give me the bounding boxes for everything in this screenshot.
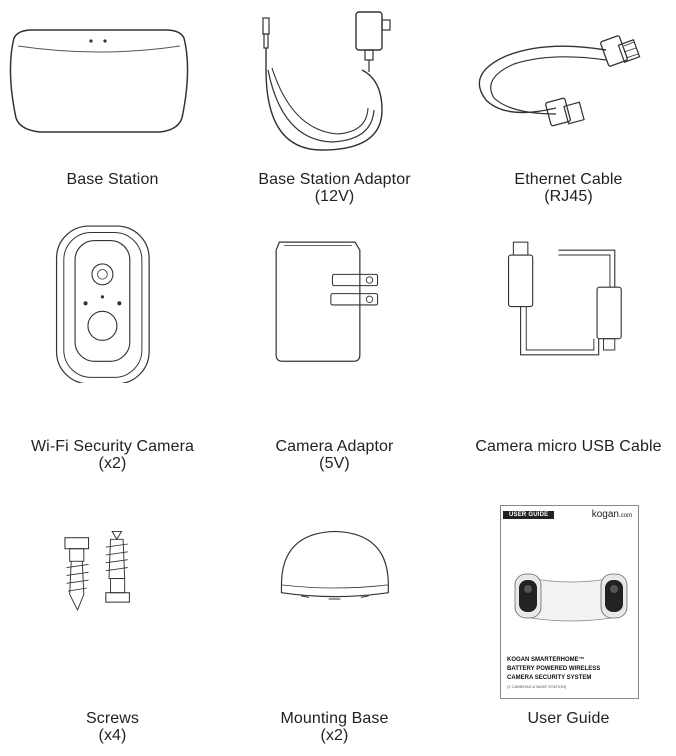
camera-illustration xyxy=(55,225,150,383)
item-label: Camera Adaptor (5V) xyxy=(222,438,447,472)
item-base-station-adaptor: Base Station Adaptor (12V) xyxy=(222,0,447,252)
title-line: BATTERY POWERED WIRELESS xyxy=(507,666,601,672)
item-label: User Guide xyxy=(456,710,676,727)
item-sub: (x4) xyxy=(98,727,127,744)
brand-name: kogan xyxy=(591,509,619,520)
item-sub: (5V) xyxy=(319,455,350,472)
kogan-logo: kogan.com xyxy=(592,509,632,520)
usb-cable-illustration xyxy=(507,241,622,356)
item-label: Screws (x4) xyxy=(0,710,225,744)
item-name: User Guide xyxy=(527,710,610,727)
item-name: Mounting Base xyxy=(280,710,389,727)
user-guide-badge: USER GUIDE xyxy=(503,511,555,519)
user-guide-cover: USER GUIDE kogan.com KOGAN SMARTERHOME™ … xyxy=(500,505,639,699)
item-name: Camera Adaptor xyxy=(275,438,394,455)
item-name: Wi-Fi Security Camera xyxy=(30,438,194,455)
camera-system-photo xyxy=(514,573,628,622)
item-sub: (x2) xyxy=(320,727,349,744)
item-ethernet-cable: Ethernet Cable (RJ45) xyxy=(456,0,676,252)
item-sub: (12V) xyxy=(314,188,355,205)
item-name: Base Station xyxy=(66,171,159,188)
screws-illustration xyxy=(64,530,130,612)
wall-adaptor-illustration xyxy=(275,241,379,362)
item-name: Base Station Adaptor xyxy=(258,171,411,188)
item-name: Screws xyxy=(85,710,140,727)
item-label: Ethernet Cable (RJ45) xyxy=(456,171,676,205)
item-label: Base Station xyxy=(0,171,225,188)
item-label: Mounting Base (x2) xyxy=(222,710,447,744)
ethernet-cable-illustration xyxy=(478,35,641,127)
user-guide-title: KOGAN SMARTERHOME™ BATTERY POWERED WIREL… xyxy=(507,656,637,683)
item-label: Base Station Adaptor (12V) xyxy=(222,171,447,205)
base-station-illustration xyxy=(9,29,189,133)
item-label: Camera micro USB Cable xyxy=(456,438,676,455)
brand-suffix: .com xyxy=(618,513,632,519)
item-sub: (x2) xyxy=(98,455,127,472)
adaptor-cable-illustration xyxy=(262,11,391,151)
title-line: KOGAN SMARTERHOME™ xyxy=(507,657,585,663)
item-camera-adaptor: Camera Adaptor (5V) xyxy=(222,218,447,472)
item-user-guide: User Guide xyxy=(456,500,676,752)
item-sub: (RJ45) xyxy=(544,188,593,205)
item-label: Wi-Fi Security Camera (x2) xyxy=(0,438,225,472)
mounting-base-illustration xyxy=(280,530,389,600)
item-micro-usb-cable: Camera micro USB Cable xyxy=(456,218,676,470)
item-screws: Screws (x4) xyxy=(0,500,225,752)
item-base-station: Base Station xyxy=(0,0,225,252)
user-guide-subtitle: (2 CAMERAS & BASE STATION) xyxy=(507,684,567,689)
item-wifi-camera: Wi-Fi Security Camera (x2) xyxy=(0,218,225,472)
title-line: CAMERA SECURITY SYSTEM xyxy=(507,675,592,681)
item-name: Ethernet Cable xyxy=(514,171,623,188)
item-name: Camera micro USB Cable xyxy=(475,438,662,455)
item-mounting-base: Mounting Base (x2) xyxy=(222,500,447,752)
